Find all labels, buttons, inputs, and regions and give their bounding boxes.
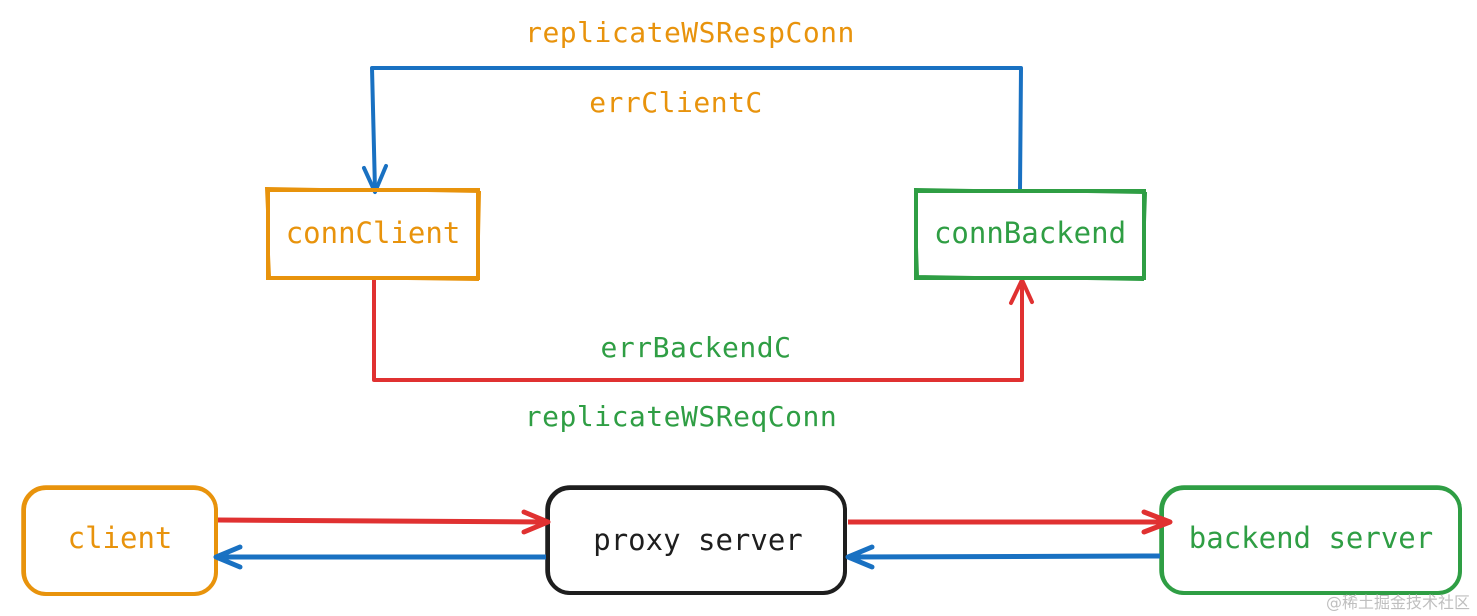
conn-backend-label: connBackend xyxy=(934,216,1126,250)
client-label: client xyxy=(68,521,173,555)
proxy-server-label: proxy server xyxy=(593,523,803,557)
conn-backend-node: connBackend xyxy=(913,187,1148,282)
err-client-c-label: errClientC xyxy=(589,86,763,119)
watermark: @稀土掘金技术社区 xyxy=(1326,593,1470,612)
conn-client-label: connClient xyxy=(286,216,461,250)
client-node: client xyxy=(21,485,218,596)
backend-server-node: backend server xyxy=(1159,485,1462,595)
resp-conn-edge xyxy=(370,66,1023,191)
backend-to-proxy-arrow xyxy=(847,553,1161,560)
client-to-proxy-arrowhead xyxy=(521,509,551,535)
backend-server-label: backend server xyxy=(1189,521,1433,555)
replicate-ws-req-conn-label: replicateWSReqConn xyxy=(525,400,837,433)
conn-client-node: connClient xyxy=(264,186,482,282)
backend-to-proxy-arrowhead xyxy=(845,544,875,570)
req-conn-edge xyxy=(372,278,1024,382)
err-backend-c-label: errBackendC xyxy=(601,331,792,364)
proxy-to-backend-arrowhead xyxy=(1141,509,1173,535)
proxy-server-node: proxy server xyxy=(545,485,847,595)
proxy-to-client-arrowhead xyxy=(213,544,243,570)
client-to-proxy-arrow xyxy=(217,517,547,525)
replicate-ws-resp-conn-label: replicateWSRespConn xyxy=(525,16,855,49)
